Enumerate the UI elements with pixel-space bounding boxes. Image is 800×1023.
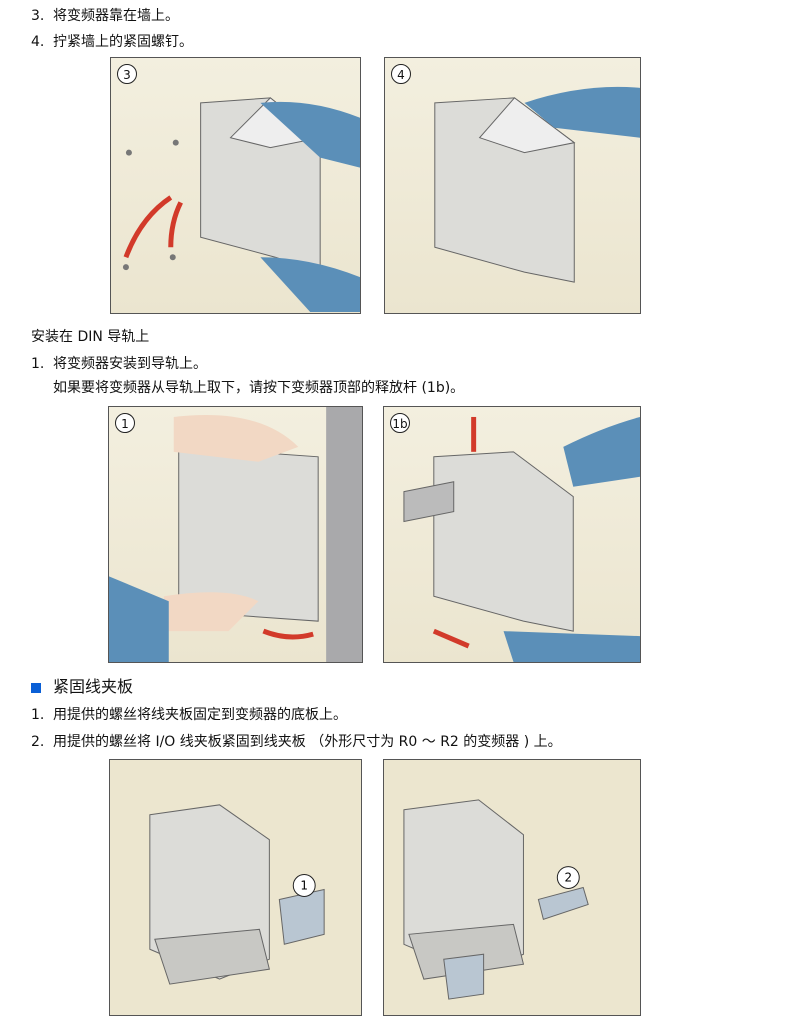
step-number: 2. [31,734,45,750]
svg-text:1: 1 [300,878,308,892]
section-heading-din: 安装在 DIN 导轨上 [31,329,150,345]
figure-clamp-2: 2 2 [383,759,641,1016]
device-illustration [434,86,640,283]
step-number: 1. [31,707,45,723]
step-number: 1. [31,356,45,372]
device-illustration [403,416,640,662]
figure-wall-mount-3: 3 [110,57,361,314]
step-number: 4. [31,34,45,50]
figure-din-1b: 1b [383,406,641,663]
step-number: 3. [31,8,45,24]
clamp-step-2: 2. 用提供的螺丝将 I/O 线夹板紧固到线夹板 （外形尺寸为 R0 ～ R2 的… [31,731,562,751]
step-text: 用提供的螺丝将线夹板固定到变频器的底板上。 [53,707,347,723]
section-heading-clamp: 紧固线夹板 [31,673,133,697]
device-illustration [109,407,362,662]
step-text: 将变频器安装到导轨上。 [53,356,207,372]
figure-label: 4 [391,64,411,84]
din-step-1: 1. 将变频器安装到导轨上。 [31,353,207,373]
figure-clamp-1: 1 1 [109,759,362,1016]
figure-wall-mount-4: 4 [384,57,641,314]
step-text: 将变频器靠在墙上。 [53,8,179,24]
step-4: 4. 拧紧墙上的紧固螺钉。 [31,31,193,51]
figure-label: 3 [117,64,137,84]
device-illustration: 2 [403,799,589,1000]
din-step-note: 如果要将变频器从导轨上取下，请按下变频器顶部的释放杆 (1b)。 [53,380,465,396]
figure-label: 1b [390,413,410,433]
step-text: 拧紧墙上的紧固螺钉。 [53,34,193,50]
step-3: 3. 将变频器靠在墙上。 [31,5,179,25]
figure-din-1: 1 [108,406,363,663]
heading-text: 紧固线夹板 [53,677,134,696]
figure-label: 1 [115,413,135,433]
svg-text:2: 2 [564,871,572,885]
device-illustration: 1 [149,804,325,985]
step-text: 用提供的螺丝将 I/O 线夹板紧固到线夹板 （外形尺寸为 R0 ～ R2 的变频… [53,734,562,750]
bullet-square-icon [31,682,41,693]
clamp-step-1: 1. 用提供的螺丝将线夹板固定到变频器的底板上。 [31,704,347,724]
device-illustration [122,97,360,312]
